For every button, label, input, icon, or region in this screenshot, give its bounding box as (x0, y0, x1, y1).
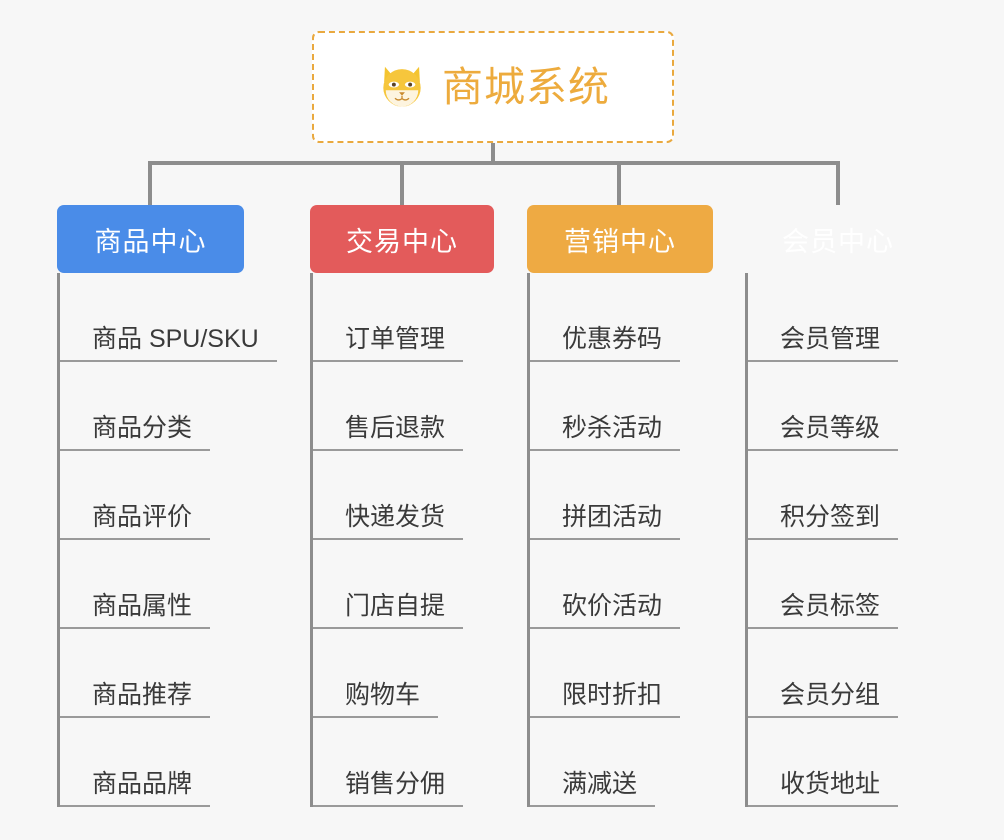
list-item[interactable]: 订单管理 (313, 273, 494, 362)
list-item[interactable]: 积分签到 (748, 451, 931, 540)
list-item[interactable]: 会员等级 (748, 362, 931, 451)
leaf-label: 优惠券码 (530, 325, 681, 362)
leaf-label: 售后退款 (313, 414, 464, 451)
leaf-label: 会员管理 (748, 325, 899, 362)
leaf-label: 满减送 (530, 770, 656, 807)
leaf-label: 秒杀活动 (530, 414, 681, 451)
leaf-label: 限时折扣 (530, 681, 681, 718)
list-item[interactable]: 商品分类 (60, 362, 244, 451)
list-item[interactable]: 满减送 (530, 718, 713, 807)
list-item[interactable]: 限时折扣 (530, 629, 713, 718)
leaf-label: 商品推荐 (60, 681, 211, 718)
leaf-label: 商品评价 (60, 503, 211, 540)
leaf-label: 销售分佣 (313, 770, 464, 807)
list-item[interactable]: 购物车 (313, 629, 494, 718)
leaf-label: 积分签到 (748, 503, 899, 540)
branch-header-label: 商品中心 (94, 226, 207, 257)
leaf-list: 优惠券码 秒杀活动 拼团活动 砍价活动 限时折扣 满减送 (527, 273, 713, 807)
leaf-label: 门店自提 (313, 592, 464, 629)
list-item[interactable]: 会员管理 (748, 273, 931, 362)
branch-header-label: 交易中心 (346, 226, 458, 257)
connector-drop-1 (148, 161, 152, 205)
connector-horizontal-bus (148, 161, 838, 165)
list-item[interactable]: 商品推荐 (60, 629, 244, 718)
leaf-label: 商品 SPU/SKU (60, 325, 277, 362)
branch-header[interactable]: 商品中心 (57, 205, 244, 273)
branch-header[interactable]: 交易中心 (310, 205, 494, 273)
leaf-list: 商品 SPU/SKU 商品分类 商品评价 商品属性 商品推荐 商品品牌 (57, 273, 277, 807)
branch-member-center: 会员中心 会员管理 会员等级 积分签到 会员标签 会员分组 收货地址 (745, 205, 931, 807)
leaf-label: 商品分类 (60, 414, 211, 451)
list-item[interactable]: 砍价活动 (530, 540, 713, 629)
connector-drop-3 (617, 161, 621, 205)
list-item[interactable]: 秒杀活动 (530, 362, 713, 451)
leaf-label: 购物车 (313, 681, 439, 718)
list-item[interactable]: 会员分组 (748, 629, 931, 718)
branch-header-label: 会员中心 (782, 226, 894, 257)
list-item[interactable]: 商品属性 (60, 540, 244, 629)
list-item[interactable]: 优惠券码 (530, 273, 713, 362)
leaf-label: 商品属性 (60, 592, 211, 629)
branch-marketing-center: 营销中心 优惠券码 秒杀活动 拼团活动 砍价活动 限时折扣 满减送 (527, 205, 713, 807)
leaf-label: 收货地址 (748, 770, 899, 807)
connector-drop-2 (400, 161, 404, 205)
list-item[interactable]: 快递发货 (313, 451, 494, 540)
branch-header[interactable]: 营销中心 (527, 205, 713, 273)
list-item[interactable]: 会员标签 (748, 540, 931, 629)
leaf-label: 拼团活动 (530, 503, 681, 540)
leaf-label: 订单管理 (313, 325, 464, 362)
leaf-list: 订单管理 售后退款 快递发货 门店自提 购物车 销售分佣 (310, 273, 494, 807)
list-item[interactable]: 商品评价 (60, 451, 244, 540)
list-item[interactable]: 商品 SPU/SKU (60, 273, 277, 362)
leaf-label: 会员标签 (748, 592, 899, 629)
shiba-dog-face-icon (383, 66, 421, 107)
leaf-label: 会员分组 (748, 681, 899, 718)
branch-product-center: 商品中心 商品 SPU/SKU 商品分类 商品评价 商品属性 商品推荐 商品品牌 (57, 205, 277, 807)
list-item[interactable]: 拼团活动 (530, 451, 713, 540)
branch-header[interactable]: 会员中心 (745, 205, 931, 273)
list-item[interactable]: 售后退款 (313, 362, 494, 451)
list-item[interactable]: 商品品牌 (60, 718, 244, 807)
branch-header-label: 营销中心 (564, 226, 676, 257)
connector-drop-4 (836, 161, 840, 205)
list-item[interactable]: 销售分佣 (313, 718, 494, 807)
list-item[interactable]: 门店自提 (313, 540, 494, 629)
leaf-label: 商品品牌 (60, 770, 211, 807)
leaf-label: 会员等级 (748, 414, 899, 451)
branch-trade-center: 交易中心 订单管理 售后退款 快递发货 门店自提 购物车 销售分佣 (310, 205, 494, 807)
leaf-list: 会员管理 会员等级 积分签到 会员标签 会员分组 收货地址 (745, 273, 931, 807)
root-node[interactable]: 商城系统 (312, 31, 674, 143)
leaf-label: 砍价活动 (530, 592, 681, 629)
list-item[interactable]: 收货地址 (748, 718, 931, 807)
root-title: 商城系统 (442, 63, 610, 110)
leaf-label: 快递发货 (313, 503, 464, 540)
connector-root-stem (491, 143, 495, 164)
